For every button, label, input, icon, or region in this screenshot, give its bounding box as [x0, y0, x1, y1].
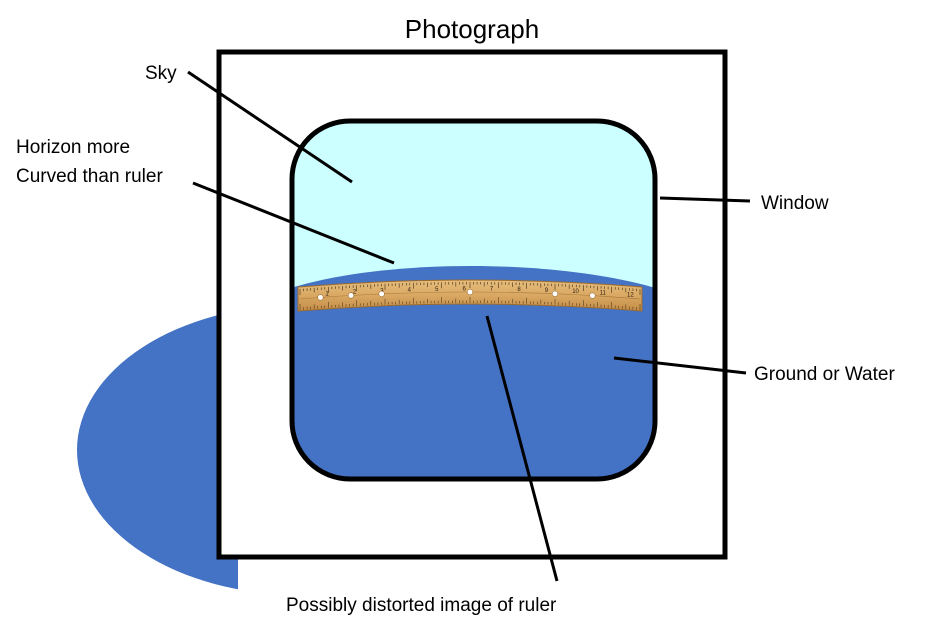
ruler-number: 12: [627, 293, 634, 299]
ruler-number: 2: [353, 290, 357, 296]
window-frame: [289, 118, 658, 482]
ruler-number: 8: [517, 287, 521, 293]
ruler-body: [297, 279, 643, 312]
ground-label: Ground or Water: [754, 364, 895, 385]
ruler-ticks: [299, 282, 641, 310]
sky-label: Sky: [145, 63, 177, 84]
earth-curve-shape: [77, 310, 238, 590]
ruler-holes: [317, 288, 596, 301]
ruler-number: 7: [490, 287, 494, 293]
window-pointer-line: [659, 196, 751, 203]
ruler-number: 6: [463, 287, 467, 293]
horizon-label-line1: Horizon more: [16, 137, 130, 158]
sky-pointer-line: [187, 70, 353, 184]
ruler-hole: [589, 292, 596, 299]
ruler-hole: [378, 290, 385, 297]
window-label: Window: [761, 193, 829, 214]
horizon-label-line2: Curved than ruler: [16, 166, 163, 187]
ruler-hole: [347, 292, 355, 299]
ruler-number: 1: [325, 291, 329, 297]
ruler: 123456789101112: [297, 279, 643, 312]
diagram-title: Photograph: [405, 14, 539, 44]
ground-pointer-line: [613, 356, 747, 375]
ruler-label: Possibly distorted image of ruler: [286, 595, 557, 616]
horizon-pointer-line: [192, 181, 395, 265]
ground-area: [292, 266, 655, 479]
ruler-number: 5: [435, 287, 439, 293]
ruler-number: 4: [408, 287, 412, 293]
ruler-hole: [466, 288, 474, 296]
ruler-hole: [551, 290, 559, 297]
ruler-pointer-line: [485, 315, 559, 582]
ruler-number: 10: [572, 289, 579, 295]
ruler-numbers: 123456789101112: [325, 287, 634, 299]
ruler-hole: [317, 294, 324, 301]
ruler-number: 11: [600, 291, 607, 297]
ruler-number: 9: [545, 288, 549, 294]
